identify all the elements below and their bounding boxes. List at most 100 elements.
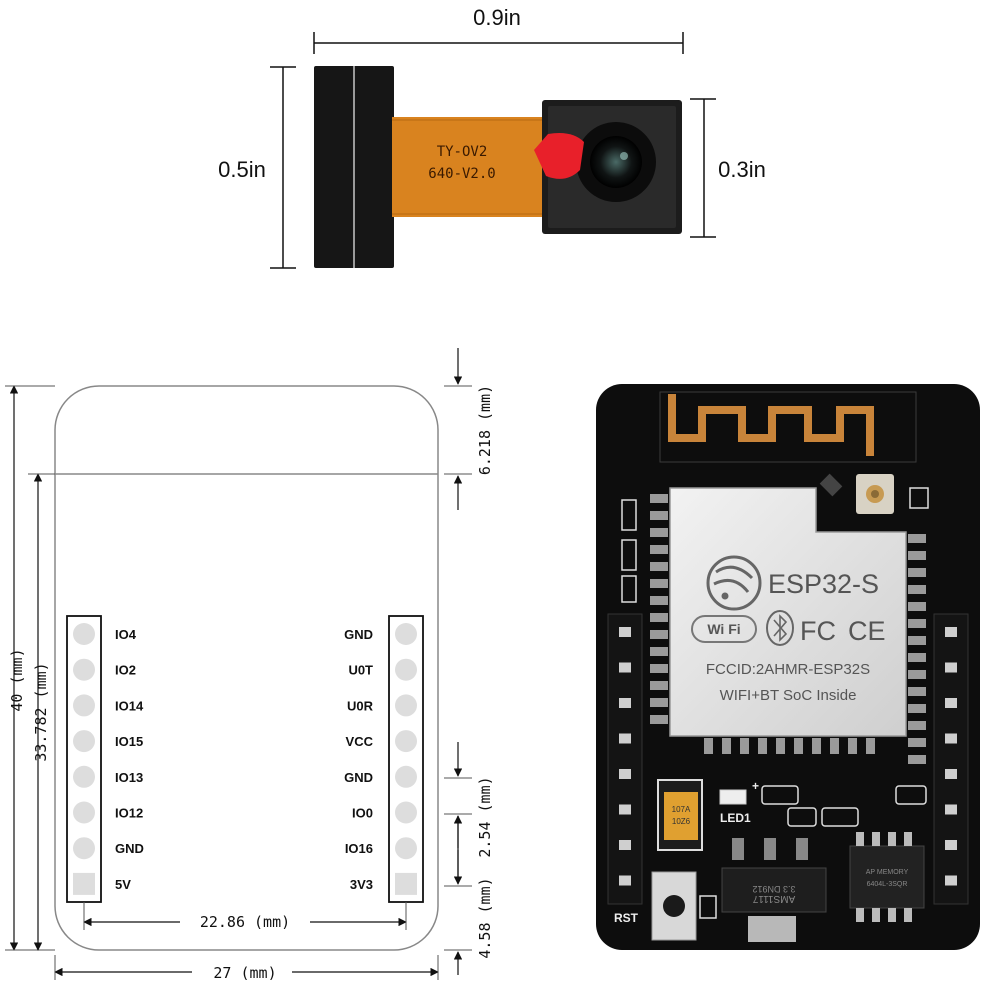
module-pad — [908, 568, 926, 577]
module-pad — [866, 738, 875, 754]
psram-sub: 6404L-3SQR — [867, 881, 908, 888]
right-pin-label: U0R — [347, 698, 374, 713]
module-pad — [650, 494, 668, 503]
module-pad — [740, 738, 749, 754]
lens-icon — [590, 136, 642, 188]
module-pad — [650, 545, 668, 554]
psram-label: AP MEMORY — [866, 869, 909, 876]
right-pin-label: 3V3 — [350, 877, 373, 892]
module-pad — [908, 755, 926, 764]
module-pad — [704, 738, 713, 754]
module-pad — [908, 619, 926, 628]
rst-label: RST — [614, 911, 639, 925]
lens-height-label: 0.3in — [718, 157, 766, 182]
reset-button-cap — [663, 895, 685, 917]
pin-circle — [395, 765, 417, 788]
pin-pitch-label: 2.54 (mm) — [476, 776, 494, 857]
module-pad — [758, 738, 767, 754]
module-pad — [794, 738, 803, 754]
right-pin-label: GND — [344, 770, 373, 785]
lens-protector-tab — [534, 133, 584, 179]
ce-logo-text: CE — [848, 616, 886, 646]
header-pin — [945, 875, 957, 886]
pin-circle — [73, 623, 95, 645]
wifi-logo-icon — [691, 615, 757, 643]
antenna-height-label: 6.218 (mm) — [476, 385, 494, 475]
header-pin — [945, 698, 957, 708]
board-outline — [54, 385, 439, 951]
chip-title: ESP32-S — [768, 569, 879, 599]
total-height-label: 40 (mm) — [8, 648, 26, 711]
bluetooth-icon — [766, 610, 794, 646]
module-pad — [650, 664, 668, 673]
module-pad — [908, 704, 926, 713]
camera-width-label: 0.9in — [473, 5, 521, 30]
module-pad — [776, 738, 785, 754]
left-pin-header — [607, 613, 643, 905]
header-pin — [945, 662, 957, 673]
tagline-text: WIFI+BT SoC Inside — [720, 687, 857, 704]
pin-circle — [395, 730, 417, 753]
camera-module: 0.9in 0.5in 0.3in TY-OV2 640-V2.0 — [218, 5, 766, 269]
capacitor-label: 107A — [672, 805, 691, 814]
module-pad — [650, 647, 668, 656]
module-pad — [908, 687, 926, 696]
psram-chip — [849, 845, 925, 909]
module-pad — [908, 721, 926, 730]
flex-cable — [392, 117, 544, 217]
left-pin-label: IO13 — [115, 770, 143, 785]
left-pin-label: 5V — [115, 877, 131, 892]
header-pin — [945, 769, 957, 779]
pin-circle — [395, 801, 417, 824]
right-pin-label: U0T — [348, 663, 373, 678]
regulator-sub: 3.3 DN912 — [752, 884, 795, 894]
pin-square — [73, 872, 95, 895]
header-pin — [945, 627, 957, 637]
module-pad — [908, 551, 926, 560]
left-pin-label: IO4 — [115, 627, 137, 642]
left-pin-label: IO2 — [115, 663, 136, 678]
module-pad — [908, 602, 926, 611]
module-pad — [908, 670, 926, 679]
board-width-label: 27 (mm) — [213, 964, 276, 982]
plus-label: + — [752, 779, 759, 793]
module-pad — [830, 738, 839, 754]
led-icon — [719, 789, 747, 805]
left-pin-label: IO12 — [115, 806, 143, 821]
regulator-tab — [748, 916, 796, 942]
tantalum-capacitor — [664, 792, 698, 840]
module-pad — [650, 562, 668, 571]
header-pin — [619, 875, 631, 886]
pin-circle — [73, 801, 95, 824]
module-pad — [650, 630, 668, 639]
module-pad — [650, 681, 668, 690]
module-pad — [908, 738, 926, 747]
module-pad — [650, 511, 668, 520]
module-pad — [650, 579, 668, 588]
wifi-logo-text: Wi Fi — [707, 621, 740, 637]
module-pad — [650, 715, 668, 724]
fcc-logo-text: FC — [800, 616, 836, 646]
pin-circle — [73, 658, 95, 681]
header-pin — [619, 840, 631, 850]
left-pin-label: IO15 — [115, 734, 143, 749]
inner-height-label: 33.782 (mm) — [32, 662, 50, 761]
module-pad — [812, 738, 821, 754]
pin-circle — [73, 765, 95, 788]
pin-square — [395, 872, 417, 895]
led-label: LED1 — [720, 811, 751, 825]
camera-height-label: 0.5in — [218, 157, 266, 182]
pin-circle — [73, 837, 95, 860]
module-pad — [650, 528, 668, 537]
espressif-logo-icon — [706, 555, 762, 611]
module-pad — [908, 585, 926, 594]
left-pin-label: IO14 — [115, 698, 144, 713]
header-pin — [619, 698, 631, 708]
header-pin — [619, 662, 631, 673]
fccid-text: FCCID:2AHMR-ESP32S — [706, 661, 870, 678]
right-pin-label: IO16 — [345, 841, 373, 856]
header-pin — [619, 733, 631, 744]
right-pin-label: IO0 — [352, 806, 373, 821]
